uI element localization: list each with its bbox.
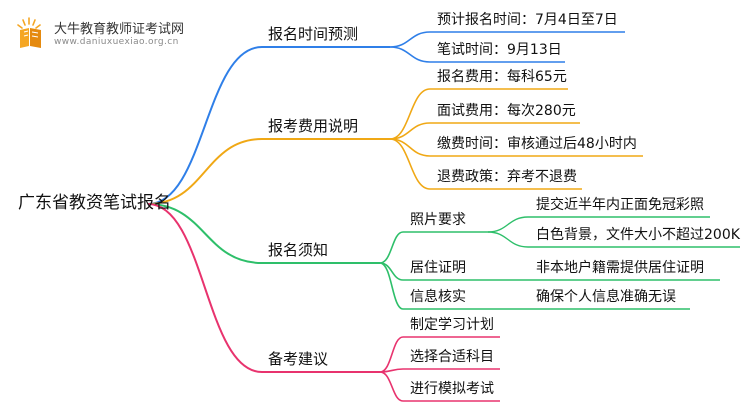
site-logo: 大牛教育教师证考试网 www.daniuxuexiao.org.cn bbox=[14, 14, 244, 54]
logo-url: www.daniuxuexiao.org.cn bbox=[54, 37, 179, 47]
node-exam-time: 笔试时间：9月13日 bbox=[437, 42, 562, 58]
root-node: 广东省教资笔试报名 bbox=[18, 193, 171, 213]
link-root-fee bbox=[147, 138, 263, 205]
node-info-detail: 确保个人信息准确无误 bbox=[536, 289, 676, 305]
node-payment-time: 缴费时间：审核通过后48小时内 bbox=[437, 136, 637, 152]
branch-registration-notice: 报名须知 bbox=[268, 241, 329, 259]
book-logo-icon bbox=[17, 17, 41, 48]
node-mock-exam: 进行模拟考试 bbox=[410, 381, 494, 397]
node-study-plan: 制定学习计划 bbox=[410, 317, 494, 333]
link-root-time bbox=[147, 46, 263, 205]
node-photo-background: 白色背景，文件大小不超过200K bbox=[536, 227, 740, 243]
node-photo-requirements: 照片要求 bbox=[410, 212, 466, 228]
logo-title: 大牛教育教师证考试网 bbox=[54, 22, 185, 37]
node-registration-fee: 报名费用：每科65元 bbox=[437, 69, 567, 85]
node-residence-proof: 居住证明 bbox=[410, 260, 466, 276]
link-root-prep bbox=[147, 203, 263, 373]
link-root-notice bbox=[147, 203, 263, 264]
node-info-verification: 信息核实 bbox=[410, 289, 466, 305]
node-refund-policy: 退费政策：弃考不退费 bbox=[437, 169, 577, 185]
node-expected-registration-time: 预计报名时间：7月4日至7日 bbox=[437, 12, 618, 28]
node-interview-fee: 面试费用：每次280元 bbox=[437, 103, 576, 119]
node-residence-detail: 非本地户籍需提供居住证明 bbox=[536, 260, 704, 276]
branch-prep-advice: 备考建议 bbox=[268, 350, 329, 368]
branch-registration-time: 报名时间预测 bbox=[268, 25, 359, 43]
branch-fee-explanation: 报考费用说明 bbox=[268, 117, 359, 135]
node-photo-recent: 提交近半年内正面免冠彩照 bbox=[536, 197, 704, 213]
node-choose-subject: 选择合适科目 bbox=[410, 349, 494, 365]
